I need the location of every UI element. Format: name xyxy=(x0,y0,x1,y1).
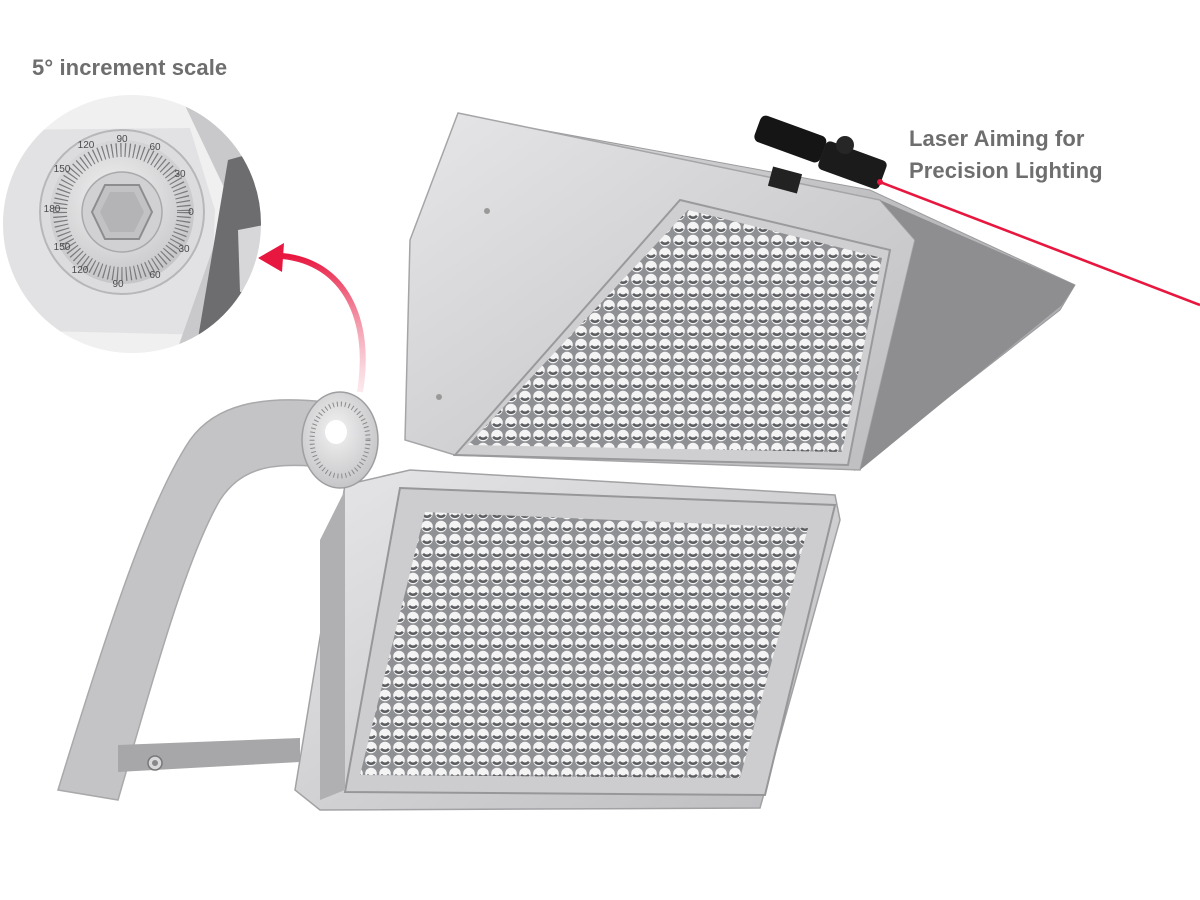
mounting-bracket xyxy=(57,399,331,801)
laser-caption-line-1: Laser Aiming for xyxy=(909,126,1085,151)
hinge-dial xyxy=(301,391,379,489)
laser-aiming-caption: Laser Aiming for Precision Lighting xyxy=(909,123,1103,187)
laser-caption-line-2: Precision Lighting xyxy=(909,158,1103,183)
dial-label: 150 xyxy=(54,164,71,175)
dial-closeup-inset: 90 60 30 0 30 60 90 120 150 180 150 120 xyxy=(2,94,262,354)
dial-label: 90 xyxy=(116,134,128,145)
dial-label: 60 xyxy=(149,142,161,153)
increment-scale-caption: 5° increment scale xyxy=(32,55,228,80)
dial-label: 120 xyxy=(72,265,89,276)
dial-label: 60 xyxy=(149,270,161,281)
dial-label: 150 xyxy=(54,242,71,253)
dial-label: 30 xyxy=(178,244,190,255)
dial-label: 120 xyxy=(78,140,95,151)
dial-label: 90 xyxy=(112,279,124,290)
dial-label: 180 xyxy=(44,204,61,215)
rotation-arrow xyxy=(258,243,366,393)
laser-beam xyxy=(879,180,1200,307)
laser-pointer xyxy=(754,115,887,194)
lower-light-module xyxy=(294,469,841,811)
upper-light-module xyxy=(404,112,1076,472)
dial-label: 30 xyxy=(174,169,186,180)
dial-label: 0 xyxy=(188,207,194,218)
inset-border xyxy=(1,93,263,355)
